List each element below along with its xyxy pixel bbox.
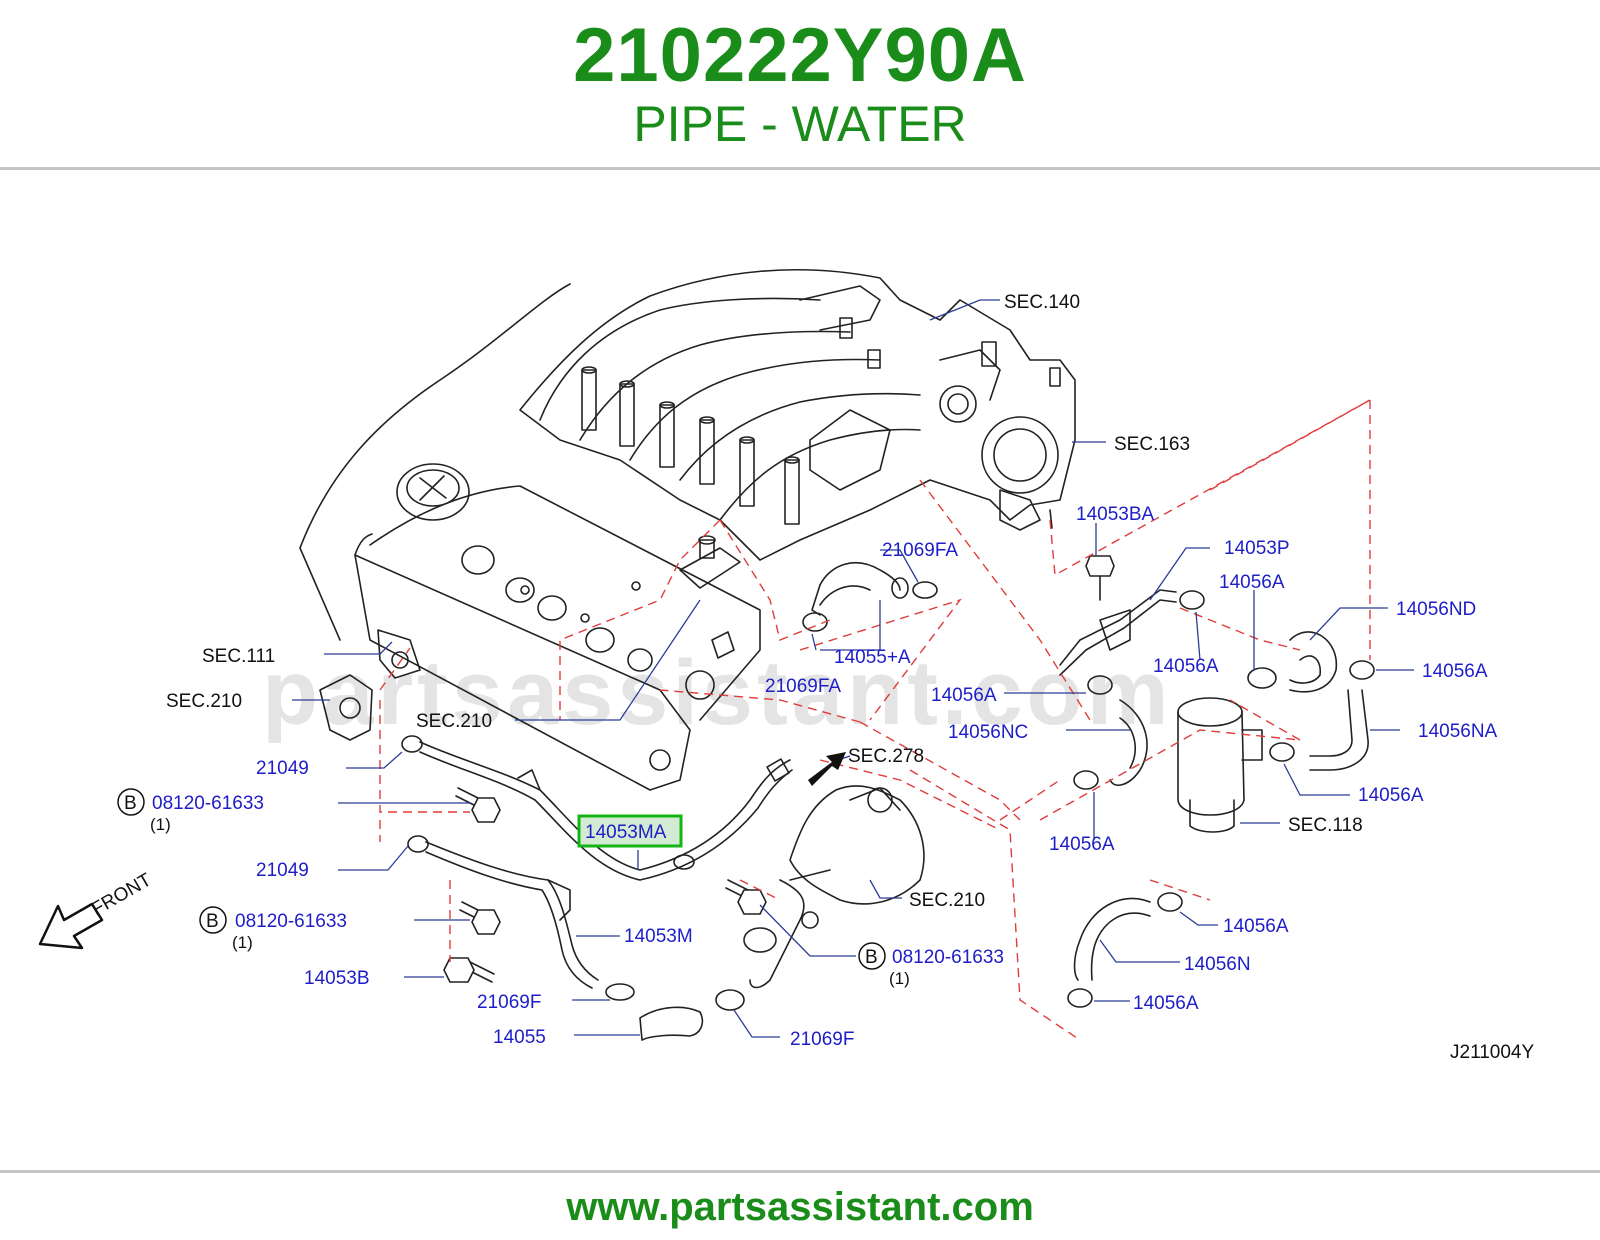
part-number-title: 210222Y90A xyxy=(573,13,1027,98)
part-label[interactable]: 21069FA xyxy=(882,540,958,561)
highlight-box xyxy=(577,814,683,848)
callout-letter: B xyxy=(206,911,219,932)
quantity-label: (1) xyxy=(889,969,910,988)
drawing-id: J211004Y xyxy=(1450,1042,1534,1063)
label-sec210-mid: SEC.210 xyxy=(416,711,492,732)
part-label[interactable]: 14056A xyxy=(931,685,997,706)
label-sec111: SEC.111 xyxy=(202,646,275,667)
quantity-label: (1) xyxy=(150,815,171,834)
part-label[interactable]: 21069FA xyxy=(765,676,841,697)
engine-drawing xyxy=(299,269,1375,1041)
part-label[interactable]: 14056NC xyxy=(948,722,1028,743)
callout-letter: B xyxy=(865,947,878,968)
quantity-label: (1) xyxy=(232,933,253,952)
part-label[interactable]: 14056N xyxy=(1184,954,1251,975)
part-label[interactable]: 14056A xyxy=(1049,834,1115,855)
part-label[interactable]: 08120-61633 xyxy=(235,911,347,932)
part-label[interactable]: 21049 xyxy=(256,758,309,779)
highlighted-part-label[interactable]: 14053MA xyxy=(585,822,667,843)
callout-circle xyxy=(117,788,145,816)
header-divider xyxy=(0,167,1600,170)
label-sec163: SEC.163 xyxy=(1114,434,1190,455)
part-name-subtitle: PIPE - WATER xyxy=(633,96,967,152)
leader-lines xyxy=(292,299,1414,1038)
part-label[interactable]: 14056A xyxy=(1358,785,1424,806)
part-label[interactable]: 14056A xyxy=(1422,661,1488,682)
part-label[interactable]: 14056ND xyxy=(1396,599,1476,620)
label-sec210-left: SEC.210 xyxy=(166,691,242,712)
callout-letter: B xyxy=(124,793,137,814)
part-label[interactable]: 14055 xyxy=(493,1027,546,1048)
part-label[interactable]: 14053P xyxy=(1224,538,1290,559)
callout-circle xyxy=(858,942,886,970)
website-footer[interactable]: www.partsassistant.com xyxy=(566,1185,1034,1229)
part-label[interactable]: 14053M xyxy=(624,926,693,947)
label-sec140: SEC.140 xyxy=(1004,292,1080,313)
part-label[interactable]: 14053BA xyxy=(1076,504,1155,525)
footer-divider xyxy=(0,1170,1600,1173)
part-label[interactable]: 21069F xyxy=(790,1029,854,1050)
label-sec278: SEC.278 xyxy=(848,746,924,767)
part-label[interactable]: 21069F xyxy=(477,992,541,1013)
part-label[interactable]: 14053B xyxy=(304,968,370,989)
label-sec210-right: SEC.210 xyxy=(909,890,985,911)
part-label[interactable]: 14055+A xyxy=(834,647,911,668)
sec278-arrow-icon xyxy=(808,752,846,786)
callout-circle xyxy=(199,906,227,934)
part-label[interactable]: 14056A xyxy=(1223,916,1289,937)
part-label[interactable]: 08120-61633 xyxy=(152,793,264,814)
part-label[interactable]: 14056A xyxy=(1153,656,1219,677)
part-label[interactable]: 21049 xyxy=(256,860,309,881)
part-label[interactable]: 14056NA xyxy=(1418,721,1498,742)
assembly-guides xyxy=(379,399,1371,1041)
part-label[interactable]: 14056A xyxy=(1219,572,1285,593)
label-sec118: SEC.118 xyxy=(1288,815,1363,836)
front-arrow-icon xyxy=(38,902,104,950)
front-label: FRONT xyxy=(88,869,156,920)
part-label[interactable]: 08120-61633 xyxy=(892,947,1004,968)
part-label[interactable]: 14056A xyxy=(1133,993,1199,1014)
